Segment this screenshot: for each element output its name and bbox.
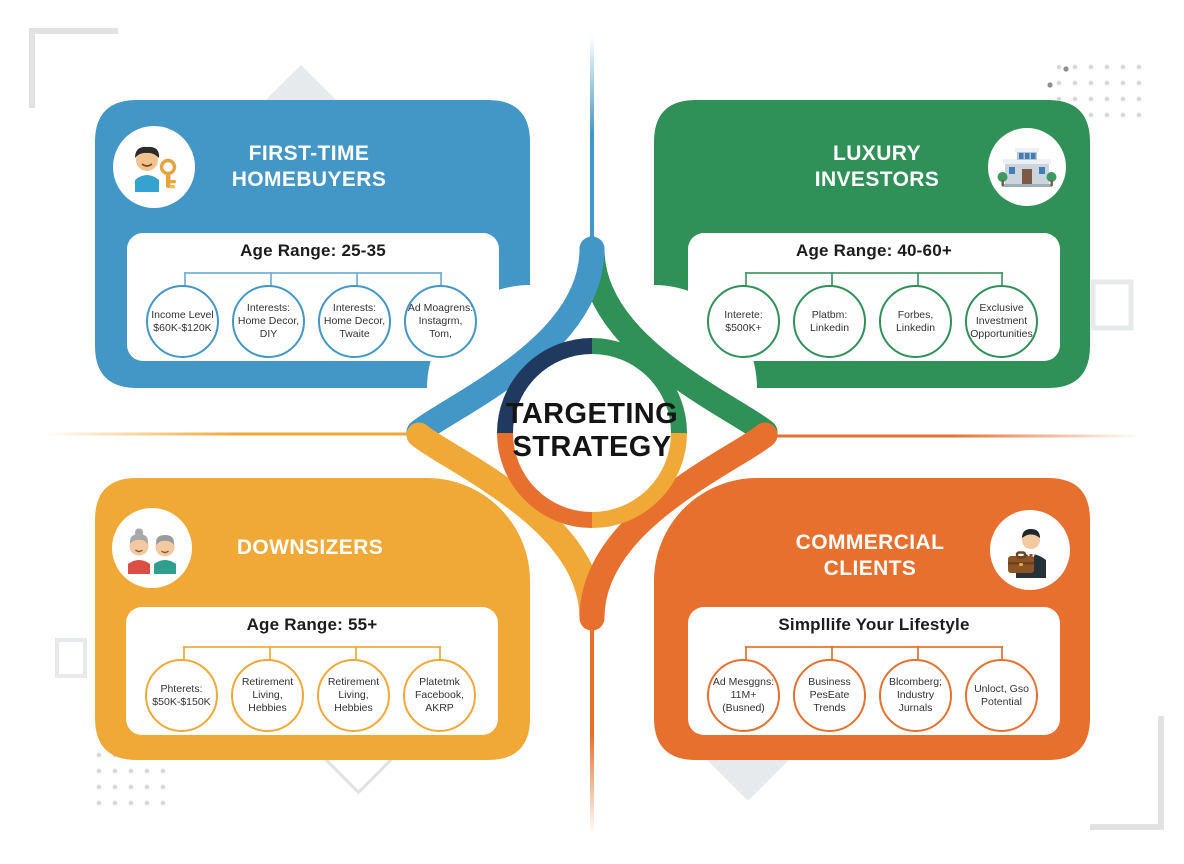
bubble-income: Phterets: $50K-$150K (145, 659, 218, 732)
band-green (579, 236, 778, 445)
bracket-tick (831, 646, 833, 660)
ring-segment-green (591, 338, 687, 434)
bracket-line (184, 272, 442, 274)
bracket-tick (183, 646, 185, 660)
bubble-media: Forbes, Linkedin (879, 285, 952, 358)
avatar-luxury-investors (988, 128, 1066, 206)
bracket-tick (269, 646, 271, 660)
dot-accent-icon (1063, 66, 1069, 72)
mansion-building-icon (997, 148, 1057, 187)
bubble-income-level: Income Level $60K-$120K (146, 285, 219, 358)
band-amber (406, 422, 605, 631)
bracket-tick (439, 646, 441, 660)
bracket-tick (917, 272, 919, 286)
bracket-tick (356, 272, 358, 286)
panel-downsizers: Age Range: 55+ Phterets: $50K-$150K Reti… (126, 607, 498, 735)
panel-luxury-investors: Age Range: 40-60+ Interete: $500K+ Platb… (688, 233, 1060, 361)
bracket-line (745, 272, 1003, 274)
avatar-first-time-homebuyers (113, 126, 195, 208)
bracket-tick (1001, 646, 1003, 660)
bubble-platform: Platetmk Facebook, AKRP (403, 659, 476, 732)
bubble-ad-channels: Ad Moagrens: Instagrm, Tom, (404, 285, 477, 358)
bubble-business-trends: Business PesEate Trends (793, 659, 866, 732)
bubble-exclusive-investment: Exclusive Investment Opportunities (965, 285, 1038, 358)
bracket-tick (745, 646, 747, 660)
bubble-platform: Platbm: Linkedin (793, 285, 866, 358)
center-title: TARGETING STRATEGY (505, 398, 679, 464)
title-first-time-homebuyers: FIRST-TIME HOMEBUYERS (231, 142, 387, 191)
bubble-income: Interete: $500K+ (707, 285, 780, 358)
band-orange (579, 422, 778, 631)
ring-segment-amber (591, 432, 687, 528)
dot-accent-icon (1047, 82, 1053, 88)
panel-commercial-clients: Simpllife Your Lifestyle Ad Mesggns: 11M… (688, 607, 1060, 735)
bracket-tick (1001, 272, 1003, 286)
title-downsizers: DOWNSIZERS (236, 536, 384, 559)
bubble-interests-2: Interests: Home Decor, Twaite (318, 285, 391, 358)
businessman-briefcase-icon (1008, 529, 1046, 578)
ring-segment-orange (497, 432, 593, 528)
panel-first-time-homebuyers: Age Range: 25-35 Income Level $60K-$120K… (127, 233, 499, 361)
subheader-lifestyle: Simpllife Your Lifestyle (778, 615, 970, 634)
bubble-media-journals: Blcomberg; Industry Jurnals (879, 659, 952, 732)
avatar-downsizers (112, 508, 192, 588)
square-outline-left-icon (55, 638, 87, 678)
bubble-interests-1: Interests: Home Decor, DIY (232, 285, 305, 358)
bracket-tick (184, 272, 186, 286)
title-commercial-clients: COMMERCIAL CLIENTS (795, 531, 945, 580)
bracket-line (745, 646, 1003, 648)
subheader-age-range: Age Range: 25-35 (240, 241, 386, 260)
corner-bracket-top-left-icon (29, 28, 118, 108)
young-man-with-keys-icon (135, 146, 177, 192)
band-blue (406, 236, 605, 445)
elderly-couple-icon (128, 528, 176, 574)
bracket-tick (355, 646, 357, 660)
bracket-tick (270, 272, 272, 286)
subheader-age-range: Age Range: 55+ (246, 615, 378, 634)
ring-segment-navy (497, 338, 593, 434)
bracket-tick (917, 646, 919, 660)
square-outline-right-icon (1090, 279, 1134, 331)
subheader-age-range: Age Range: 40-60+ (796, 241, 952, 260)
corner-bracket-bottom-right-icon (1090, 716, 1164, 830)
bracket-tick (745, 272, 747, 286)
bracket-line (183, 646, 441, 648)
bubble-retirement-2: Retirement Living, Hebbies (317, 659, 390, 732)
bubble-potential: Unloct, Gso Potential (965, 659, 1038, 732)
bubble-ad-messages: Ad Mesggns: 11M+ (Busned) (707, 659, 780, 732)
bracket-tick (831, 272, 833, 286)
bubble-retirement-1: Retirement Living, Hebbies (231, 659, 304, 732)
hub-circle (498, 339, 686, 527)
avatar-commercial-clients (990, 510, 1070, 590)
bracket-tick (440, 272, 442, 286)
title-luxury-investors: LUXURY INVESTORS (814, 142, 940, 191)
